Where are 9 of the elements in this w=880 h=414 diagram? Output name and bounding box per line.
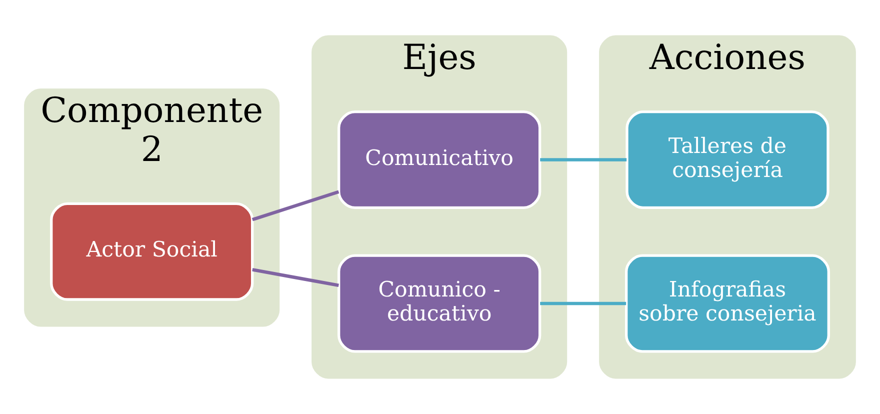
node-box: Actor Social: [50, 202, 254, 301]
node-box: Comunicativo: [338, 110, 542, 209]
node-box: Talleres de consejería: [626, 110, 830, 209]
connector: [252, 268, 339, 288]
connector: [540, 302, 626, 306]
connector: [540, 158, 627, 162]
connector: [252, 190, 340, 222]
node-box: Comunico - educativo: [338, 254, 542, 353]
node-box: Infografias sobre consejeria: [625, 254, 830, 353]
